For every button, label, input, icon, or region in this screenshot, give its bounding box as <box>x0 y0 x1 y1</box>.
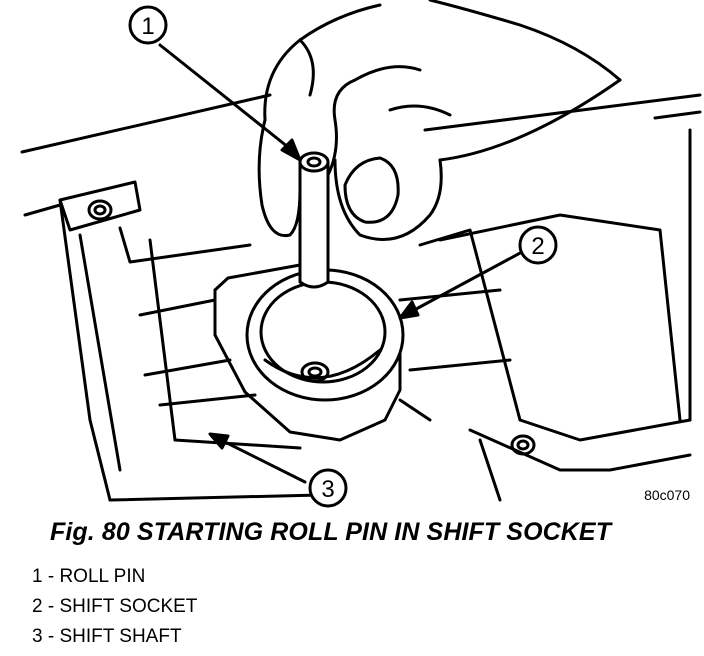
arrow-shift-socket <box>398 250 524 320</box>
legend-item-shift-shaft: 3 - SHIFT SHAFT <box>32 626 182 647</box>
svg-text:1: 1 <box>141 13 154 40</box>
legend-list: 1 - ROLL PIN 2 - SHIFT SOCKET 3 - SHIFT … <box>32 566 197 656</box>
arrow-shift-shaft <box>208 432 307 484</box>
transmission-case <box>20 93 702 502</box>
roll-pin <box>298 151 330 289</box>
legend-item-shift-socket: 2 - SHIFT SOCKET <box>32 596 198 617</box>
shift-socket <box>213 263 405 442</box>
callout-2: 2 <box>518 225 558 265</box>
figure-ref-code: 80c070 <box>644 487 690 503</box>
callout-3: 3 <box>308 468 348 508</box>
bolt-hole-right <box>510 434 536 456</box>
arrow-roll-pin <box>158 43 302 162</box>
callout-1: 1 <box>128 5 168 45</box>
roll-pin-illustration: 1 2 3 80c070 <box>20 0 702 508</box>
hand <box>257 0 622 241</box>
legend-item-roll-pin: 1 - ROLL PIN <box>32 566 146 587</box>
figure-caption: Fig. 80 STARTING ROLL PIN IN SHIFT SOCKE… <box>50 518 612 546</box>
svg-text:3: 3 <box>321 476 334 503</box>
svg-text:2: 2 <box>531 233 544 260</box>
bolt-hole-left <box>87 199 113 221</box>
